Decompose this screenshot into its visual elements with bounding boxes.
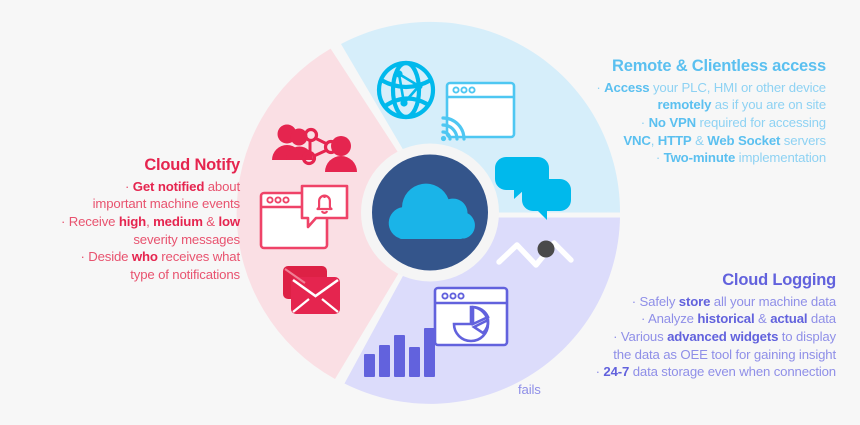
heading-cloud-notify: Cloud Notify [144, 156, 240, 174]
bullet-line: · Get notified about [125, 178, 240, 194]
bullet-line: remotely as if you are on site [657, 97, 827, 113]
logging-tail-text: fails [518, 381, 541, 397]
speech-bubbles-icon [495, 157, 571, 220]
wifi-icon [440, 116, 466, 142]
bullets-remote-access: · Access your PLC, HMI or other device re… [530, 79, 826, 167]
text-block-cloud-notify: Cloud Notify · Get notified about importa… [18, 155, 240, 283]
bullet-line: · Two-minute implementation [655, 150, 826, 166]
bullet-line: · Analyze historical & actual data [640, 311, 836, 327]
bullets-cloud-logging-tail: fails [518, 381, 836, 399]
envelopes-icon [283, 266, 340, 314]
bar-chart-icon [364, 328, 435, 377]
bullet-line: · Various advanced widgets to display [613, 329, 836, 345]
bullet-line: important machine events [92, 196, 241, 212]
heading-cloud-logging: Cloud Logging [722, 271, 836, 289]
bullet-line: VNC, HTTP & Web Socket servers [623, 132, 826, 148]
globe-network-icon [376, 60, 436, 120]
bullet-line: the data as OEE tool for gaining insight [613, 346, 836, 362]
bullet-line: severity messages [133, 231, 240, 247]
text-block-remote-access: Remote & Clientless access · Access your… [530, 56, 826, 167]
cloud-icon [388, 183, 475, 239]
bullet-line: · 24-7 data storage even when connection [595, 364, 837, 380]
browser-bell-notification-icon [259, 184, 349, 250]
globe-network-nodes [395, 70, 423, 107]
bullet-line: · Deside who receives what [80, 249, 240, 265]
people-share-icon [272, 124, 357, 172]
heading-remote-access: Remote & Clientless access [612, 57, 826, 75]
browser-wifi-icon [445, 81, 516, 139]
bullet-line: · Receive high, medium & low [60, 214, 240, 230]
bullet-line: · Access your PLC, HMI or other device [596, 79, 826, 95]
bullets-cloud-logging: · Safely store all your machine data · An… [518, 293, 837, 381]
bullet-line: type of notifications [130, 266, 240, 282]
text-block-cloud-logging: Cloud Logging · Safely store all your ma… [518, 270, 836, 398]
bullet-line: · Safely store all your machine data [631, 293, 836, 309]
bullet-line: · No VPN required for accessing [640, 115, 826, 131]
browser-pie-chart-icon [433, 286, 509, 347]
bullets-cloud-notify: · Get notified about important machine ev… [18, 178, 240, 283]
line-chart-icon [496, 240, 574, 268]
